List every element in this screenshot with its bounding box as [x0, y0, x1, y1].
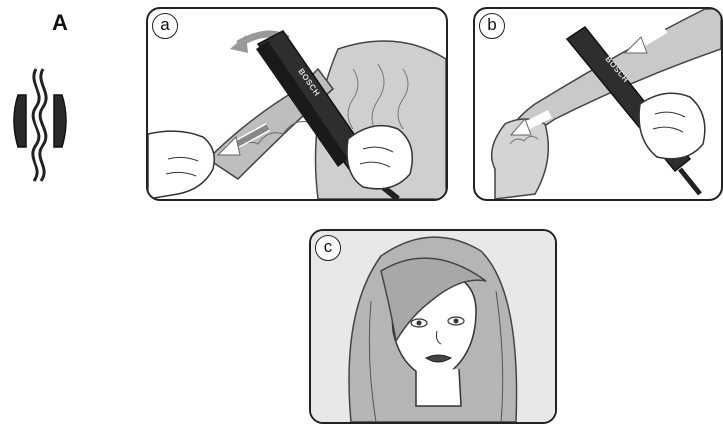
section-letter: A [52, 10, 68, 36]
panel-b-illustration: BOSCH [475, 9, 721, 199]
panel-b-straightening-step: b BOSCH [473, 7, 723, 201]
panel-c-result: c [309, 229, 557, 424]
wavy-hair-between-plates-icon [8, 65, 72, 185]
panel-c-label: c [315, 235, 341, 261]
panel-a-straightening-step: a BOSCH [146, 7, 448, 201]
panel-c-illustration [311, 231, 555, 422]
panel-a-illustration: BOSCH [148, 9, 446, 199]
panel-a-label: a [152, 13, 178, 39]
panel-b-label: b [479, 13, 505, 39]
